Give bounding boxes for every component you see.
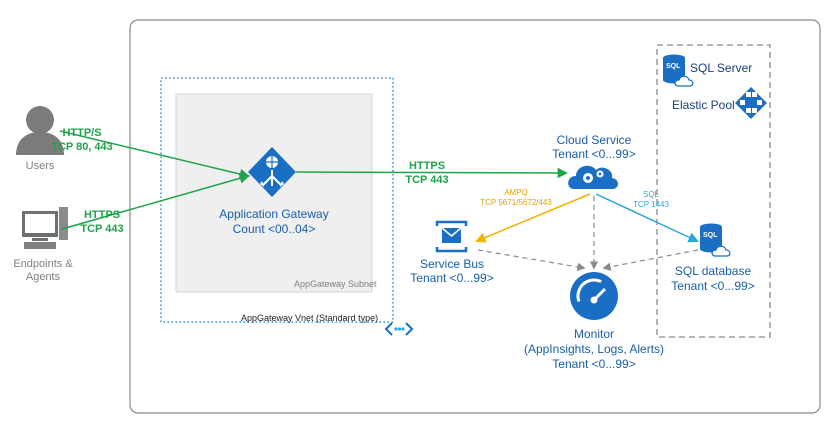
sql-database-badge: SQL — [703, 232, 718, 239]
sql-server-boundary — [656, 44, 771, 338]
sql-arrow — [595, 193, 699, 243]
monitor-gauge-icon — [570, 272, 618, 320]
servicebus-to-monitor-arrow — [477, 249, 586, 272]
users-protocol-label: HTTP/S — [62, 127, 102, 139]
https-ports-label: TCP 443 — [405, 174, 449, 186]
gateway-to-cloud-arrow — [295, 167, 569, 179]
outer-boundary — [129, 19, 821, 414]
sql-database-icon — [700, 223, 731, 257]
sql-protocol-label: SQL — [642, 190, 660, 199]
users-to-gateway-arrow — [59, 130, 251, 180]
sqldb-to-monitor-arrow — [602, 249, 699, 271]
users-label: Users — [25, 160, 55, 172]
sql-database-tenant-label: Tenant <0...99> — [671, 279, 755, 293]
amqp-arrow — [475, 193, 591, 243]
subnet-label: AppGateway Subnet — [294, 279, 377, 289]
cloud-service-tenant-label: Tenant <0...99> — [552, 147, 636, 161]
service-bus-name-label: Service Bus — [419, 257, 485, 271]
application-gateway-icon — [248, 147, 296, 197]
vnet-icon — [384, 322, 414, 336]
cloud-service-name-label: Cloud Service — [556, 133, 632, 147]
vnet-label: AppGateway Vnet (Standard type) — [241, 313, 379, 323]
sql-ports-label: TCP 1443 — [633, 200, 669, 209]
endpoints-to-gateway-arrow — [61, 173, 251, 230]
monitor-name-label: Monitor — [573, 327, 615, 341]
elastic-pool-label: Elastic Pool — [672, 98, 735, 112]
amqp-ports-label: TCP 5671/5672/443 — [480, 198, 552, 207]
endpoints-ports-label: TCP 443 — [80, 223, 124, 235]
sql-database-name-label: SQL database — [674, 264, 752, 278]
endpoints-protocol-label: HTTPS — [83, 209, 121, 221]
vnet-boundary — [160, 77, 394, 323]
amqp-protocol-label: AMPQ — [504, 188, 528, 197]
endpoints-label: Endpoints & Agents — [13, 258, 73, 284]
sql-server-badge: SQL — [666, 63, 681, 70]
computer-icon — [22, 207, 68, 249]
service-bus-tenant-label: Tenant <0...99> — [410, 271, 494, 285]
monitor-tenant-label: Tenant <0...99> — [552, 357, 636, 371]
user-icon — [16, 106, 64, 155]
cloud-service-icon — [568, 165, 618, 189]
https-protocol-label: HTTPS — [408, 160, 446, 172]
monitor-detail-label: (AppInsights, Logs, Alerts) — [523, 342, 665, 356]
sql-server-name-label: SQL Server — [690, 61, 753, 75]
users-ports-label: TCP 80, 443 — [51, 141, 113, 153]
sql-server-icon — [663, 54, 694, 87]
elastic-pool-icon — [735, 87, 767, 119]
gateway-name-label: Application Gateway — [219, 207, 329, 221]
service-bus-icon — [435, 220, 468, 253]
gateway-count-label: Count <00..04> — [232, 222, 316, 236]
